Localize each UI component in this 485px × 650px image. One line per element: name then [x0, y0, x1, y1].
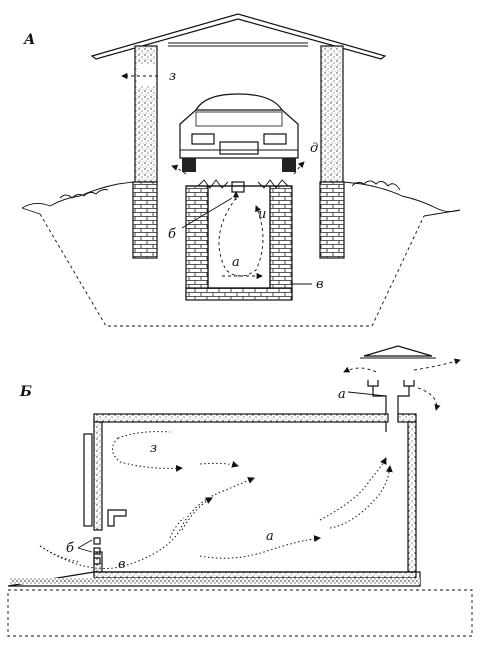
garage-roof	[90, 13, 387, 60]
figure-a-annotations: д и а б в	[168, 141, 324, 292]
right-wall	[319, 45, 345, 259]
wall-air-flow-arrow: з	[121, 69, 176, 84]
garage-walls	[93, 413, 417, 573]
pit-flow-right-label: и	[258, 207, 266, 222]
inspection-pit	[185, 179, 293, 301]
vent-bottom-label: в	[118, 557, 126, 572]
upper-left-flow-label: з	[150, 441, 157, 456]
top-flow-label: д	[310, 141, 318, 156]
ground-embankment	[21, 180, 461, 327]
roof-vent-label: а	[338, 387, 346, 402]
floor-foundation	[7, 571, 473, 637]
floor-flow-label: а	[266, 529, 274, 544]
car	[179, 93, 299, 172]
vent-flow-arrows: а	[338, 358, 461, 411]
pit-bottom-right-label: в	[316, 277, 324, 292]
bottom-left-vents-label: б	[66, 541, 74, 556]
wall-flow-label: з	[169, 69, 176, 84]
left-wall	[132, 45, 158, 259]
pit-center-label: а	[232, 255, 240, 270]
pit-left-pointer-label: б	[168, 227, 176, 242]
airflow-curves	[39, 431, 393, 569]
figure-b-label: Б	[19, 384, 32, 400]
figure-a-label: А	[23, 32, 35, 48]
bottom-left-vents: б в	[66, 537, 126, 572]
figure-a: А з	[21, 13, 461, 327]
figure-b: Б а	[7, 345, 473, 637]
roof-vent-cap	[360, 345, 436, 359]
vent-pipes	[367, 380, 415, 432]
garage-door	[83, 433, 127, 527]
